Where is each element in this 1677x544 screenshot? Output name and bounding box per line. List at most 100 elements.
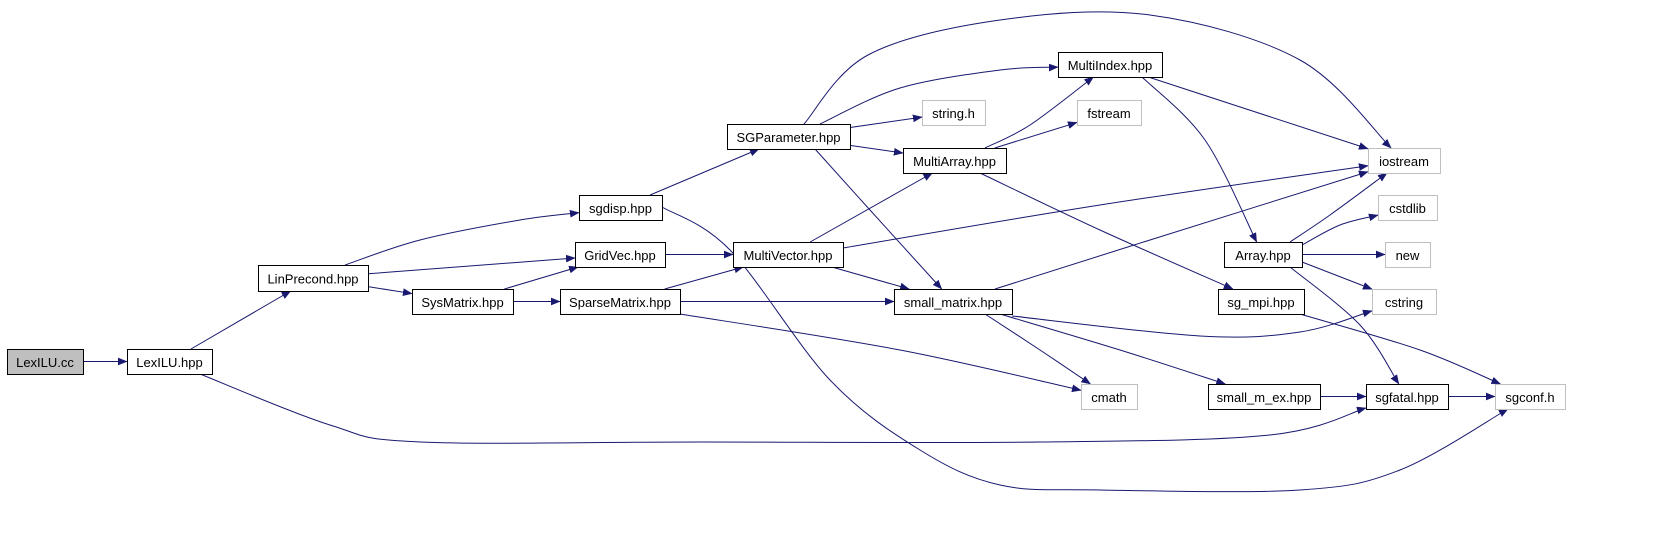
node-gridvec[interactable]: GridVec.hpp [575, 242, 666, 268]
node-sg_mpi[interactable]: sg_mpi.hpp [1218, 289, 1305, 315]
node-box [922, 100, 986, 126]
node-label: GridVec.hpp [584, 248, 656, 263]
node-label: sgfatal.hpp [1375, 390, 1439, 405]
edge-sgparameter-to-multiarray [849, 144, 903, 153]
node-box [579, 195, 663, 221]
node-label: Array.hpp [1235, 248, 1290, 263]
node-box [1081, 384, 1138, 410]
node-array[interactable]: Array.hpp [1224, 242, 1303, 268]
node-new: new [1385, 242, 1431, 268]
edge-sparsematrix-to-multivector [664, 267, 744, 290]
node-small_matrix[interactable]: small_matrix.hpp [894, 289, 1013, 315]
node-sgdisp[interactable]: sgdisp.hpp [579, 195, 663, 221]
node-sgconf: sgconf.h [1495, 384, 1566, 410]
node-multiarray[interactable]: MultiArray.hpp [903, 148, 1007, 174]
edge-multiarray-to-multiindex [984, 76, 1093, 149]
node-label: small_matrix.hpp [904, 295, 1002, 310]
node-box [894, 289, 1013, 315]
node-label: MultiArray.hpp [913, 154, 996, 169]
edge-linprecond-to-gridvec [367, 258, 575, 275]
edge-sgparameter-to-small_matrix [814, 148, 942, 289]
node-lexilu_hpp[interactable]: LexILU.hpp [127, 349, 213, 375]
edges [83, 11, 1508, 493]
node-label: sgconf.h [1505, 390, 1554, 405]
edge-array-to-cstring [1301, 261, 1372, 290]
node-label: SparseMatrix.hpp [569, 295, 671, 310]
node-sysmatrix[interactable]: SysMatrix.hpp [412, 289, 514, 315]
edge-array-to-cstdlib [1301, 215, 1378, 246]
node-sgparameter[interactable]: SGParameter.hpp [727, 124, 851, 150]
node-box [258, 265, 369, 292]
node-box [1218, 289, 1305, 315]
node-box [1366, 384, 1449, 410]
edge-multivector-to-multiarray [809, 172, 932, 243]
node-label: iostream [1379, 154, 1429, 169]
edge-sgparameter-to-multiindex [819, 67, 1058, 125]
edge-small_matrix-to-cmath [984, 313, 1090, 385]
node-box [733, 242, 844, 268]
node-fstream: fstream [1077, 100, 1142, 126]
node-linprecond[interactable]: LinPrecond.hpp [258, 265, 369, 292]
node-box [903, 148, 1007, 174]
node-sgfatal[interactable]: sgfatal.hpp [1366, 384, 1449, 410]
edge-sgparameter-to-iostream [803, 11, 1391, 148]
edge-small_matrix-to-small_m_ex [999, 313, 1225, 384]
edge-linprecond-to-sysmatrix [367, 286, 412, 294]
node-box [560, 289, 681, 315]
node-box [1495, 384, 1566, 410]
edge-sgparameter-to-string_h [849, 117, 922, 129]
node-box [1077, 100, 1142, 126]
node-label: string.h [932, 106, 975, 121]
node-label: LinPrecond.hpp [267, 272, 358, 287]
node-box [7, 349, 84, 375]
node-label: cmath [1091, 390, 1126, 405]
edge-sysmatrix-to-gridvec [504, 267, 578, 290]
node-box [1385, 242, 1431, 268]
node-label: new [1396, 248, 1420, 263]
edge-small_matrix-to-iostream [994, 172, 1368, 290]
edge-sgdisp-to-sgconf [661, 206, 1508, 493]
node-label: MultiIndex.hpp [1068, 58, 1153, 73]
node-box [1208, 384, 1321, 410]
node-label: small_m_ex.hpp [1217, 390, 1312, 405]
node-box [575, 242, 666, 268]
node-cmath: cmath [1081, 384, 1138, 410]
node-label: fstream [1087, 106, 1130, 121]
node-box [1058, 52, 1163, 78]
node-label: cstring [1385, 295, 1423, 310]
node-label: LexILU.cc [16, 355, 74, 370]
edge-lexilu_hpp-to-sgfatal [199, 373, 1366, 444]
node-label: SysMatrix.hpp [421, 295, 503, 310]
node-label: sg_mpi.hpp [1227, 295, 1294, 310]
node-box [1372, 289, 1437, 315]
node-sparsematrix[interactable]: SparseMatrix.hpp [560, 289, 681, 315]
edge-multiindex-to-array [1141, 76, 1258, 242]
node-box [127, 349, 213, 375]
edge-lexilu_hpp-to-linprecond [190, 290, 291, 350]
node-small_m_ex[interactable]: small_m_ex.hpp [1208, 384, 1321, 410]
edge-multiindex-to-iostream [1148, 76, 1368, 149]
node-label: MultiVector.hpp [744, 248, 833, 263]
node-cstring: cstring [1372, 289, 1437, 315]
node-lexilu_cc[interactable]: LexILU.cc [7, 349, 84, 375]
edge-multiarray-to-fstream [994, 122, 1077, 149]
node-box [1378, 195, 1438, 221]
edge-sg_mpi-to-sgconf [1299, 313, 1500, 385]
node-iostream: iostream [1368, 148, 1441, 174]
node-box [412, 289, 514, 315]
edge-array-to-iostream [1289, 172, 1387, 243]
node-label: SGParameter.hpp [736, 130, 840, 145]
node-box [1368, 148, 1441, 174]
edge-sparsematrix-to-cmath [679, 313, 1081, 390]
edge-multivector-to-small_matrix [831, 266, 909, 289]
node-box [1224, 242, 1303, 268]
node-multiindex[interactable]: MultiIndex.hpp [1058, 52, 1163, 78]
node-string_h: string.h [922, 100, 986, 126]
edge-multiarray-to-sg_mpi [979, 172, 1233, 290]
node-multivector[interactable]: MultiVector.hpp [733, 242, 844, 268]
edge-array-to-sgfatal [1289, 266, 1400, 384]
node-label: cstdlib [1389, 201, 1426, 216]
edge-linprecond-to-sgdisp [344, 213, 579, 266]
edge-multivector-to-iostream [842, 166, 1368, 249]
